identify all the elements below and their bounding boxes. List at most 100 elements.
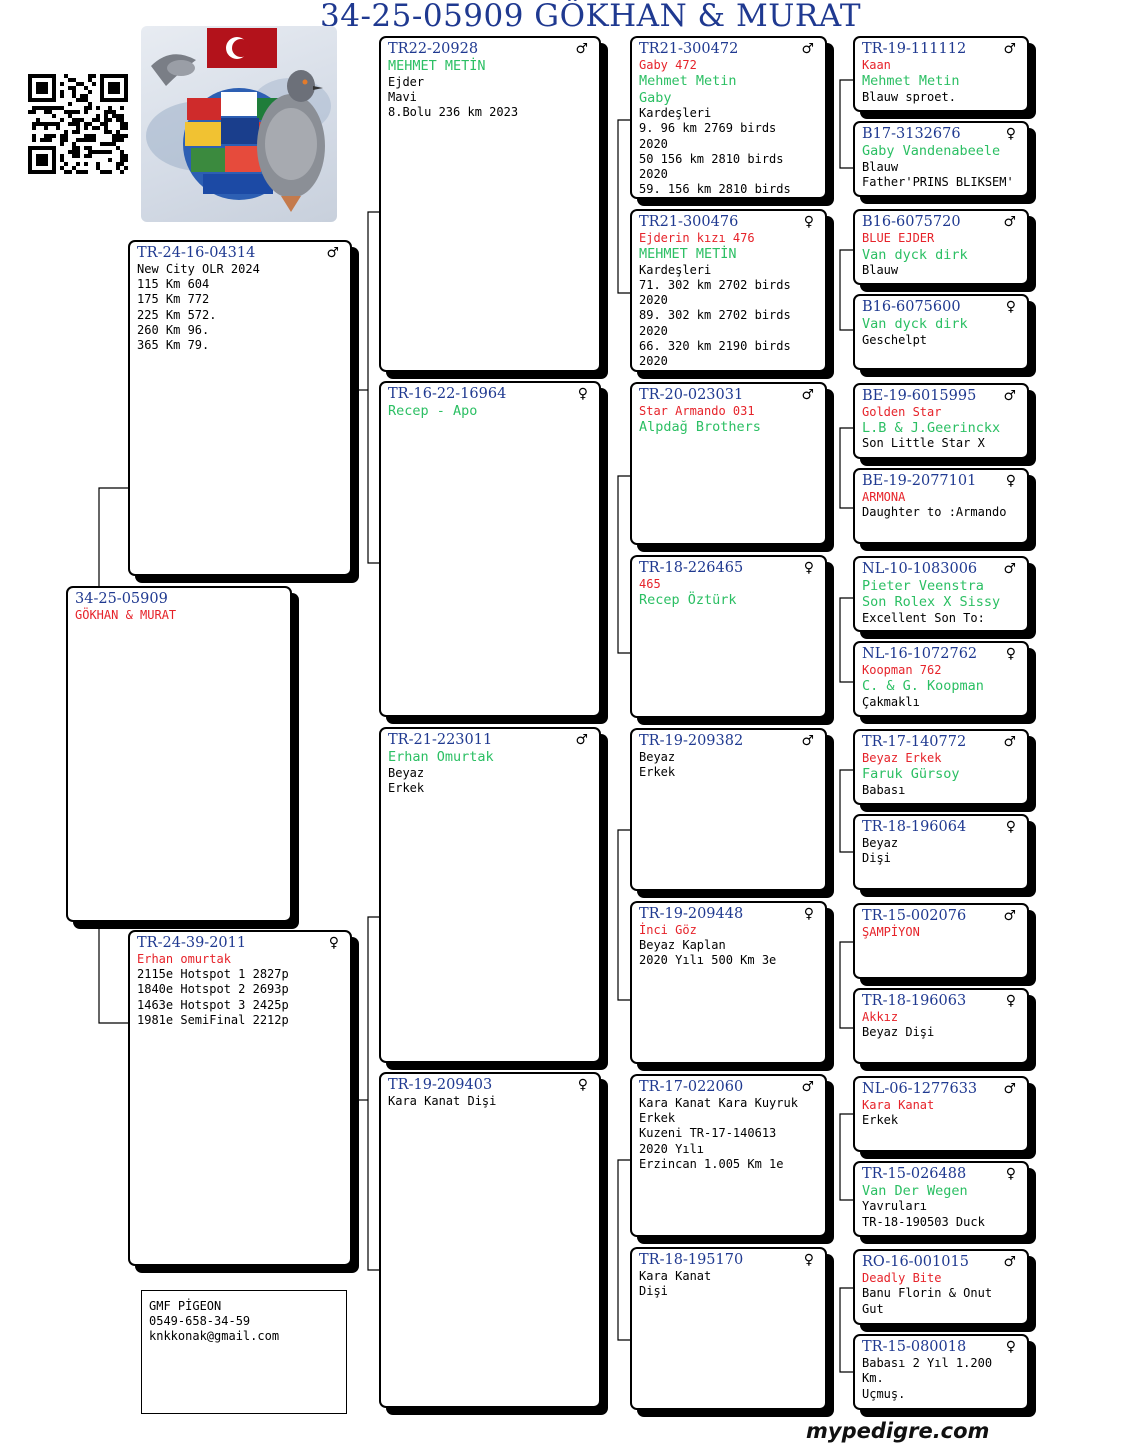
- pigeon-info-line: Erkek: [639, 1111, 676, 1126]
- pigeon-info-line: 2020: [639, 353, 668, 368]
- male-symbol-icon: ♂: [1003, 1080, 1016, 1097]
- ring-number: B16-6075720: [862, 214, 961, 231]
- qr-code-icon: [28, 74, 128, 174]
- pigeon-info-line: 1463e Hotspot 3 2425p: [137, 997, 289, 1012]
- female-symbol-icon: ♀: [577, 386, 588, 402]
- breeder-name: Erhan Omurtak: [388, 749, 494, 765]
- pigeon-info-line: 1981e SemiFinal 2212p: [137, 1012, 289, 1027]
- ring-number: TR21-300476: [639, 214, 739, 230]
- great-great-grandparent-card[interactable]: TR-15-002076♂ŞAMPİYON: [853, 902, 1029, 979]
- pigeon-info-line: 66. 320 km 2190 birds: [639, 338, 791, 353]
- pigeon-info-line: Beyaz Dişi: [862, 1024, 935, 1039]
- male-symbol-icon: ♂: [575, 732, 588, 748]
- pigeon-info-line: Beyaz: [862, 836, 899, 851]
- great-great-grandparent-card[interactable]: BE-19-2077101♀ARMONA Daughter to :Armand…: [853, 467, 1029, 544]
- breeder-name: Alpdağ Brothers: [639, 419, 761, 436]
- breeder-name: Van Der Wegen: [862, 1182, 968, 1199]
- pigeon-name: Beyaz Erkek: [862, 751, 942, 766]
- ring-number: TR22-20928: [388, 41, 479, 57]
- male-symbol-icon: ♂: [801, 41, 814, 57]
- breeder-name: Van dyck dirk: [862, 316, 968, 333]
- ring-number: TR-19-209448: [639, 906, 744, 922]
- contact-email[interactable]: knkkonak@gmail.com: [149, 1329, 280, 1343]
- female-symbol-icon: ♀: [1005, 126, 1016, 142]
- pigeon-info-line: TR-18-190503 Duck: [862, 1214, 985, 1229]
- pigeon-info-line: 2020: [639, 167, 668, 182]
- footer-brand[interactable]: mypedigre.com: [806, 1419, 990, 1443]
- granddam-paternal-card[interactable]: TR-16-22-16964♀Recep - Apo: [379, 381, 601, 717]
- male-symbol-icon: ♂: [1003, 734, 1016, 751]
- female-symbol-icon: ♀: [1005, 299, 1016, 316]
- female-symbol-icon: ♀: [1005, 472, 1016, 489]
- ring-number: 34-25-05909: [75, 591, 168, 607]
- male-symbol-icon: ♂: [801, 1079, 814, 1095]
- pigeon-info-line: 59. 156 km 2810 birds: [639, 182, 791, 197]
- ring-number: TR-19-209382: [639, 733, 744, 749]
- pigeon-info-line: 260 Km 96.: [137, 322, 210, 337]
- granddam-maternal-card[interactable]: TR-19-209403♀Kara Kanat Dişi: [379, 1072, 601, 1408]
- ring-number: TR-24-16-04314: [137, 245, 256, 261]
- male-symbol-icon: ♂: [1003, 214, 1016, 231]
- breeder-name: Gaby Vandenabeele: [862, 143, 1001, 159]
- pigeon-info-line: 71. 302 km 2702 birds: [639, 277, 791, 292]
- pigeon-name: 465: [639, 577, 661, 591]
- pigeon-info-line: Beyaz Kaplan: [639, 938, 726, 953]
- pigeon-name: Koopman 762: [862, 662, 942, 677]
- pigeon-info-line: Mavi: [388, 89, 417, 104]
- female-symbol-icon: ♀: [1005, 819, 1016, 836]
- pigeon-info-line: 50 156 km 2810 birds: [639, 151, 784, 166]
- pigeon-name: Erhan omurtak: [137, 952, 231, 966]
- female-symbol-icon: ♀: [803, 214, 814, 230]
- ring-number: TR-18-226465: [639, 560, 744, 576]
- pigeon-info-line: Blauw: [862, 159, 899, 174]
- pigeon-name: İnci Göz: [639, 923, 697, 937]
- ring-number: TR-18-196064: [862, 819, 967, 836]
- pigeon-info-line: Kuzeni TR-17-140613: [639, 1126, 777, 1141]
- pigeon-info-line: Daughter to :Armando: [862, 504, 1007, 519]
- contact-phone[interactable]: 0549-658-34-59: [149, 1314, 251, 1328]
- pigeon-info-line: 2020 Yılı: [639, 1141, 705, 1156]
- male-symbol-icon: ♂: [575, 41, 588, 57]
- male-symbol-icon: ♂: [326, 245, 339, 261]
- female-symbol-icon: ♀: [803, 906, 814, 922]
- male-symbol-icon: ♂: [801, 387, 814, 403]
- female-symbol-icon: ♀: [1005, 1165, 1016, 1182]
- breeder-name: Mehmet Metin: [639, 73, 737, 90]
- pigeon-name: BLUE EJDER: [862, 231, 935, 246]
- breeder-name: Recep - Apo: [388, 403, 478, 419]
- breeder-name: Son Rolex X Sissy: [862, 594, 1001, 611]
- male-symbol-icon: ♂: [1003, 907, 1016, 924]
- pigeon-info-line: Erkek: [862, 1113, 899, 1127]
- ring-number: B16-6075600: [862, 299, 961, 316]
- pigeon-name: Deadly Bite: [862, 1271, 942, 1286]
- pigeon-info-line: 8.Bolu 236 km 2023: [388, 104, 519, 119]
- pigeon-info-line: Son Little Star X: [862, 436, 985, 451]
